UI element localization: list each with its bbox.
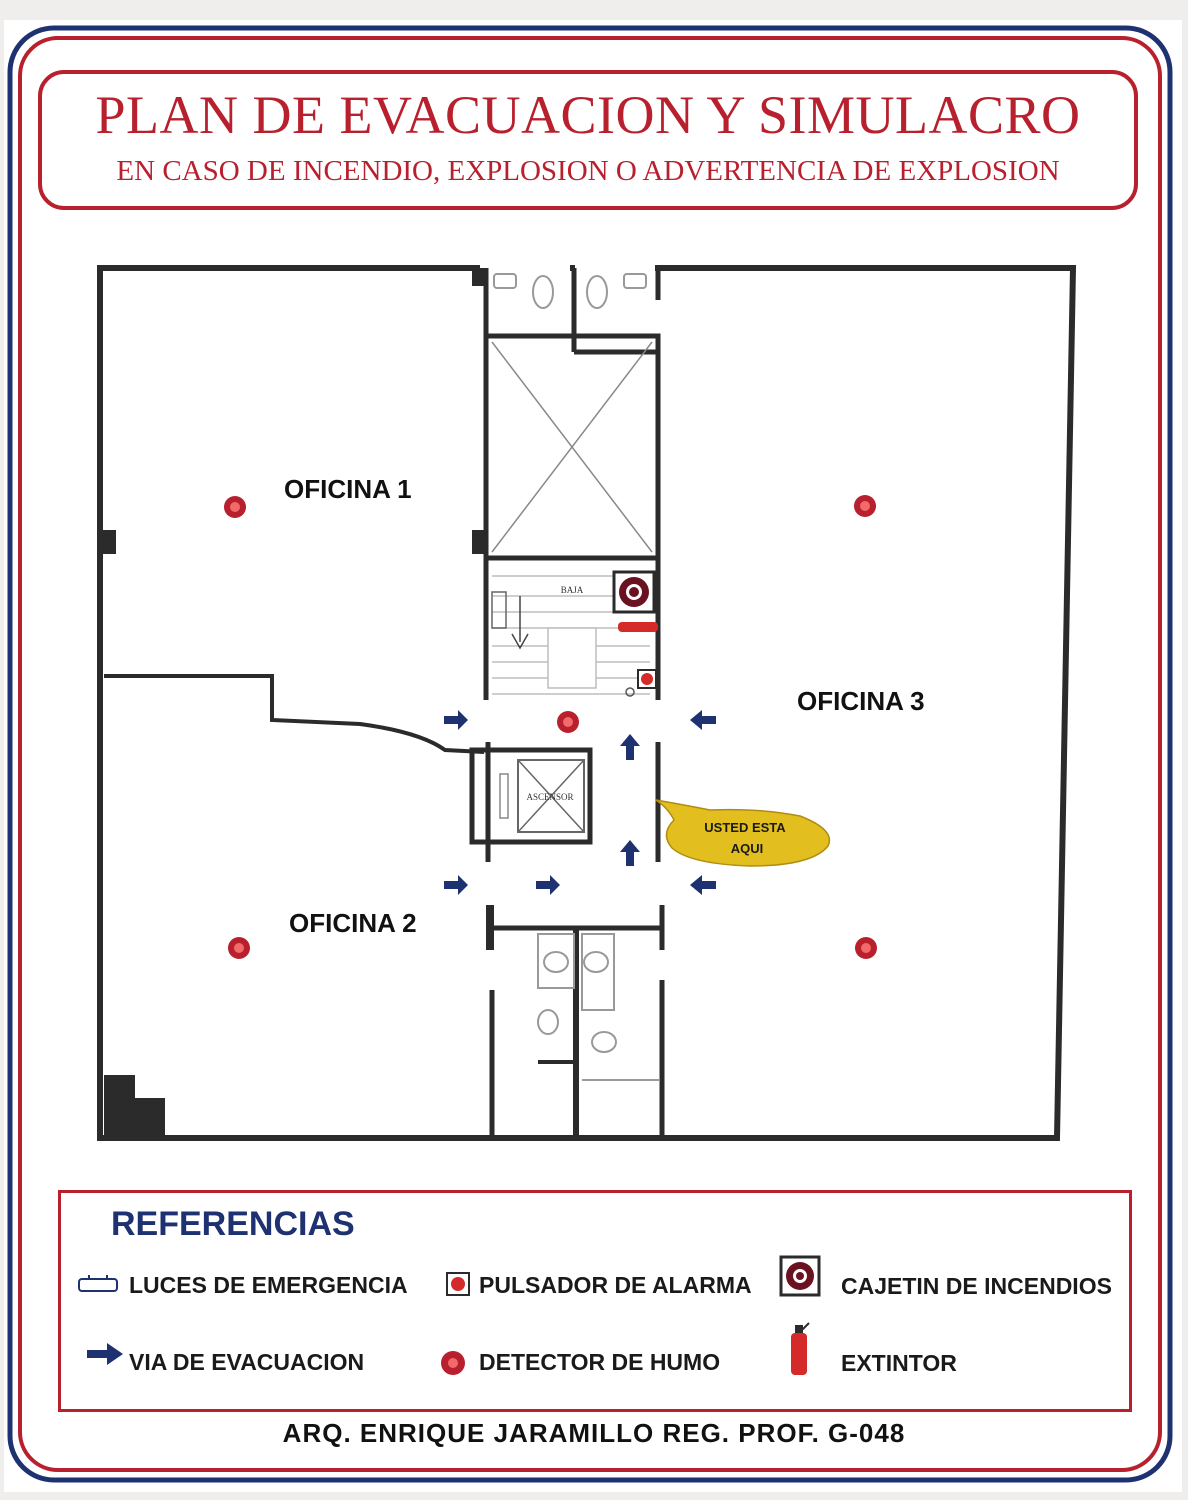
fire-extinguisher-icon: [791, 1322, 810, 1375]
legend-label-fire-hose-cabinet: CAJETIN DE INCENDIOS: [841, 1273, 1112, 1299]
smoke-detectors: [224, 495, 877, 959]
legend-label-alarm-button: PULSADOR DE ALARMA: [479, 1272, 752, 1298]
emergency-light-icon: [78, 1275, 118, 1292]
evacuation-arrow-icon: [620, 734, 640, 760]
fire-extinguisher-icon: [618, 622, 658, 632]
evacuation-arrow-icon: [536, 875, 560, 895]
you-are-here-callout: USTED ESTA AQUI: [655, 799, 831, 867]
legend: REFERENCIAS LUCES DE EMERGENCIA PULSADOR…: [58, 1190, 1132, 1412]
title-box: PLAN DE EVACUACION Y SIMULACRO EN CASO D…: [38, 70, 1138, 210]
sign-border: [7, 25, 1173, 1483]
legend-label-evacuation-route: VIA DE EVACUACION: [129, 1349, 365, 1375]
architect-credit: ARQ. ENRIQUE JARAMILLO REG. PROF. G-048: [282, 1418, 906, 1448]
evacuation-arrows: [444, 710, 716, 895]
evacuation-arrow-icon: [690, 710, 716, 730]
room-label-office-1: OFICINA 1: [284, 474, 412, 504]
walls: [97, 265, 1077, 1141]
shaft-void: [491, 341, 653, 553]
smoke-detector-icon: [441, 1351, 465, 1375]
evacuation-arrow-icon: [690, 875, 716, 895]
room-label-office-3: OFICINA 3: [797, 686, 925, 716]
alarm-button-icon: [637, 669, 657, 689]
fire-hose-cabinet-icon: [612, 570, 656, 614]
evacuation-arrow-icon: [444, 710, 468, 730]
room-label-office-2: OFICINA 2: [289, 908, 417, 938]
stair: [491, 575, 650, 695]
you-are-here-line1: USTED ESTA: [704, 820, 786, 835]
evacuation-arrow-icon: [87, 1343, 123, 1365]
smoke-detector-icon: [854, 495, 876, 517]
plan-title: PLAN DE EVACUACION Y SIMULACRO: [95, 85, 1081, 145]
smoke-detector-icon: [557, 711, 579, 733]
top-restroom-fixtures: [493, 273, 647, 309]
legend-label-emergency-lights: LUCES DE EMERGENCIA: [129, 1272, 408, 1298]
legend-label-smoke-detector: DETECTOR DE HUMO: [479, 1349, 721, 1375]
elevator-car: [499, 759, 585, 833]
bottom-restroom-fixtures: [537, 933, 660, 1081]
you-are-here-line2: AQUI: [731, 841, 764, 856]
emergency-light-icon: [625, 687, 635, 697]
smoke-detector-icon: [228, 937, 250, 959]
smoke-detector-icon: [855, 937, 877, 959]
evacuation-arrow-icon: [620, 840, 640, 866]
wall-columns: [98, 268, 488, 1138]
evacuation-arrow-icon: [444, 875, 468, 895]
alarm-button-icon: [446, 1272, 470, 1296]
plan-subtitle: EN CASO DE INCENDIO, EXPLOSION O ADVERTE…: [116, 155, 1060, 187]
elevator-label: ASCENSOR: [526, 792, 573, 802]
legend-title: REFERENCIAS: [111, 1205, 355, 1243]
stair-label: BAJA: [561, 585, 584, 595]
legend-label-extinguisher: EXTINTOR: [841, 1350, 957, 1376]
smoke-detector-icon: [224, 496, 246, 518]
fire-hose-cabinet-icon: [779, 1255, 821, 1297]
